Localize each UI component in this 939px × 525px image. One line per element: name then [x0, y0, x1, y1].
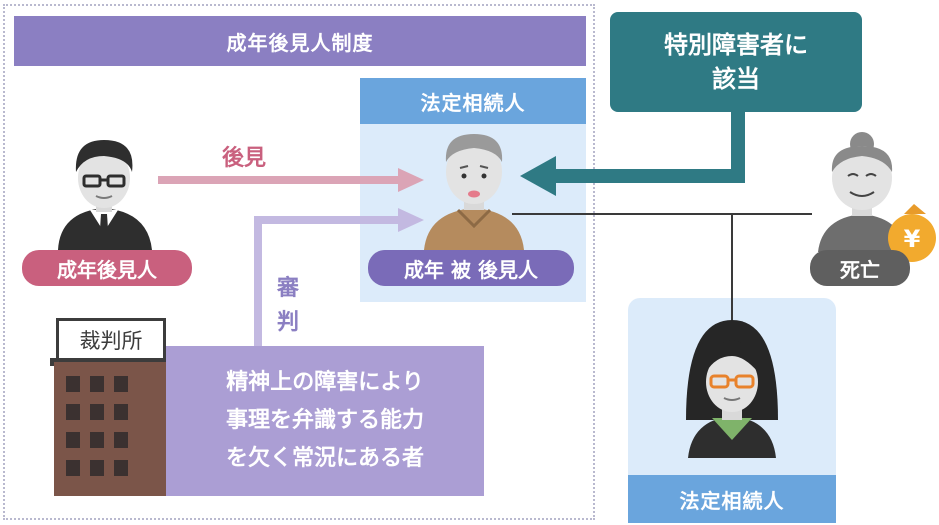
court-window: [66, 404, 80, 420]
court-window: [114, 376, 128, 392]
court-window: [90, 404, 104, 420]
legal-heir-header-top: 法定相続人: [360, 78, 586, 124]
ruling-label-line1: 審: [276, 276, 299, 301]
guardian-person-icon: [58, 140, 152, 250]
definition-line3: を欠く常況にある者: [225, 446, 424, 471]
heir-person-icon: [686, 320, 778, 458]
court-window: [66, 432, 80, 448]
definition-line2: 事理を弁識する能力: [225, 408, 424, 433]
definition-line1: 精神上の障害により: [226, 370, 424, 395]
special-disabled-line2: 該当: [712, 65, 760, 93]
deceased-person-icon: [818, 132, 906, 252]
system-title-banner: 成年後見人制度: [14, 16, 586, 66]
ruling-arrow: [254, 208, 424, 346]
deceased-pill: 死亡: [810, 250, 910, 286]
court-window: [114, 404, 128, 420]
special-disabled-arrow: [520, 112, 745, 196]
ruling-label-line2: 判: [276, 310, 299, 335]
court-sign: 裁判所: [56, 318, 166, 362]
yen-symbol: ¥: [904, 225, 921, 253]
court-window: [90, 432, 104, 448]
guardianship-system-frame: [3, 4, 595, 520]
court-building-icon: [54, 362, 170, 496]
court-window: [90, 460, 104, 476]
guardianship-arrow: [158, 168, 424, 192]
guardian-pill: 成年後見人: [22, 250, 192, 286]
legal-heir-header-right: 法定相続人: [628, 475, 836, 523]
court-window: [90, 376, 104, 392]
ward-person-icon: [424, 134, 524, 250]
court-window: [114, 460, 128, 476]
money-bag-icon: ¥: [888, 204, 936, 262]
special-disabled-box: 特別障害者に 該当: [610, 12, 862, 112]
court-window: [66, 376, 80, 392]
incapacity-definition-box: 精神上の障害により 事理を弁識する能力 を欠く常況にある者: [166, 346, 484, 496]
ruling-label: 審 判: [272, 272, 304, 340]
court-window: [114, 432, 128, 448]
special-disabled-line1: 特別障害者に: [664, 31, 808, 59]
guardianship-label: 後見: [222, 146, 267, 171]
court-window: [66, 460, 80, 476]
ward-pill: 成年 被 後見人: [368, 250, 574, 286]
